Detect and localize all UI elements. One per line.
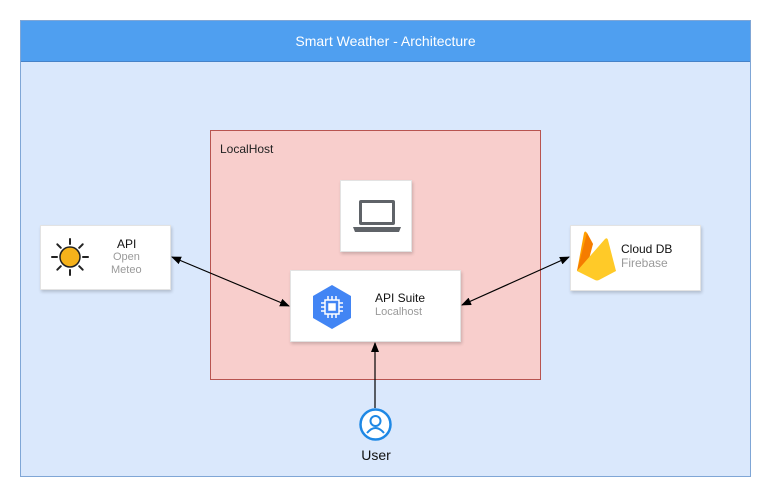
localhost-container[interactable]: LocalHost <box>210 130 541 380</box>
api-suite-title: API Suite <box>375 291 426 305</box>
api-subtitle-line2: Meteo <box>111 264 142 276</box>
sun-icon <box>51 238 89 276</box>
api-suite-node[interactable]: API Suite Localhost <box>290 270 461 342</box>
cloud-db-subtitle: Firebase <box>621 256 668 270</box>
firebase-icon <box>577 231 616 281</box>
api-suite-subtitle: Localhost <box>375 306 423 318</box>
api-title: API <box>117 237 137 251</box>
laptop-icon <box>353 200 401 232</box>
cloud-db-title: Cloud DB <box>621 242 673 256</box>
user-icon[interactable] <box>359 408 392 441</box>
user-label: User <box>361 447 391 463</box>
cloud-db-node[interactable]: Cloud DB Firebase <box>570 225 701 291</box>
api-subtitle-line1: Open <box>113 251 140 263</box>
laptop-node[interactable] <box>340 180 412 252</box>
compute-engine-icon <box>313 285 351 329</box>
api-node[interactable]: API Open Meteo <box>40 225 171 290</box>
diagram-title: Smart Weather - Architecture <box>21 21 750 62</box>
localhost-label: LocalHost <box>220 142 274 156</box>
